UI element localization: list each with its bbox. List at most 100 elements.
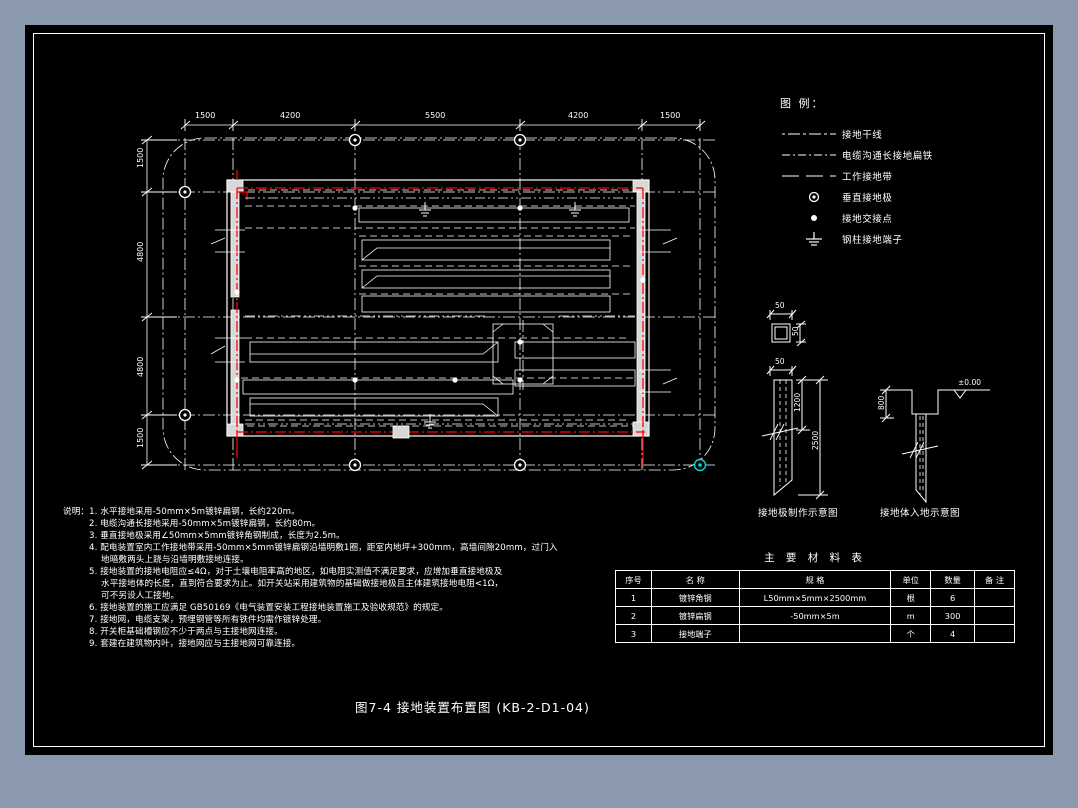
- notes-item-2: 2. 电缆沟通长接地采用-50mm×5m镀锌扁钢，长约80m。: [89, 519, 321, 529]
- legend-item-trench-flat-iron: 电缆沟通长接地扁铁: [780, 144, 1010, 165]
- notes-item-5-cont-1: 水平接地体的长度，直到符合要求为止。如开关站采用建筑物的基础做接地极且主体建筑接…: [101, 579, 504, 589]
- detail-caption-right: 接地体入地示意图: [880, 508, 961, 519]
- legend-item-column-earth-terminal: 钢柱接地端子: [780, 228, 1010, 249]
- equipment-layout: [241, 205, 636, 421]
- legend-item-vertical-electrode: 垂直接地极: [780, 186, 1010, 207]
- detail-dim-1200: 1200: [793, 393, 802, 412]
- th-unit: 单位: [890, 570, 932, 589]
- notes-item-5: 5. 接地装置的接地电阻应≤4Ω，对于土壤电阻率高的地区，如电阻实测值不满足要求…: [89, 567, 503, 577]
- dim-left-4: 1500: [136, 428, 145, 448]
- table-row: 1 镀锌角钢 L50mm×5mm×2500mm 根 6: [615, 588, 1015, 607]
- dim-left-2: 4800: [136, 242, 145, 262]
- detail-diagrams: .dw{stroke:#fff;fill:none;stroke-width:1…: [740, 290, 1040, 530]
- circle-dot-marker-icon: [780, 188, 842, 206]
- dim-top-1: 1500: [195, 111, 215, 120]
- legend-item-junction-point: 接地交接点: [780, 207, 1010, 228]
- table-row: 3 接地端子 个 4: [615, 624, 1015, 643]
- cell-remark: [974, 606, 1015, 625]
- plan-svg: .w{stroke:#fff;fill:none;} .thin{stroke-…: [136, 111, 716, 472]
- top-dimension-line: 1500 4200 5500 4200 1500: [180, 111, 706, 131]
- detail-dim-50-a: 50: [775, 301, 785, 310]
- legend-label: 接地干线: [842, 129, 883, 141]
- materials-table-title: 主 要 材 料 表: [764, 552, 866, 564]
- ground-surface-hatch-right: [901, 441, 939, 459]
- legend-item-main-ground-line: 接地干线: [780, 123, 1010, 144]
- cell-remark: [974, 588, 1015, 607]
- notes-item-6: 6. 接地装置的施工应满足 GB50169《电气装置安装工程接地装置施工及验收规…: [89, 603, 448, 613]
- legend-label: 垂直接地极: [842, 192, 893, 204]
- notes-block: 说明：1. 水平接地采用-50mm×5m镀锌扁钢，长约220m。 2. 电缆沟通…: [63, 505, 623, 649]
- th-no: 序号: [615, 570, 652, 589]
- wall-columns: [226, 179, 650, 437]
- cell-remark: [974, 624, 1015, 643]
- details-svg: .dw{stroke:#fff;fill:none;stroke-width:1…: [761, 301, 990, 504]
- detail-dim-2500: 2500: [811, 431, 820, 450]
- grounding-plan-view: .w{stroke:#fff;fill:none;} .thin{stroke-…: [115, 80, 735, 500]
- notes-item-4-cont: 地暗敷两头上跷与沿墙明敷接地连接。: [101, 555, 249, 565]
- cell-no: 3: [615, 624, 652, 643]
- dim-top-4: 4200: [568, 111, 588, 120]
- earth-terminal-markers: [419, 202, 581, 429]
- side-leaders: [210, 229, 678, 393]
- ground-surface-hatch-left: [761, 423, 799, 441]
- th-spec: 规 格: [738, 570, 892, 589]
- cell-name: 镀锌角钢: [650, 588, 740, 607]
- notes-heading: 说明：: [63, 507, 90, 517]
- legend-label: 电缆沟通长接地扁铁: [842, 150, 933, 162]
- dim-top-3: 5500: [425, 111, 445, 120]
- legend-title: 图 例：: [780, 97, 825, 110]
- cell-spec: L50mm×5mm×2500mm: [738, 588, 892, 607]
- table-row: 2 镀锌扁钢 -50mm×5m m 300: [615, 606, 1015, 625]
- dim-left-3: 4800: [136, 357, 145, 377]
- ground-fitting-box: [392, 425, 410, 439]
- cell-unit: 个: [890, 624, 932, 643]
- legend-item-working-ground-belt: 工作接地带: [780, 165, 1010, 186]
- notes-item-4: 4. 配电装置室内工作接地带采用-50mm×5mm镀锌扁钢沿墙明敷1圈，距室内地…: [89, 543, 558, 553]
- notes-item-9: 9. 套建在建筑物内叶，接地网应与主接地网可靠连接。: [89, 639, 301, 649]
- detail-dim-50-c: 50: [775, 357, 785, 366]
- sheet-border-frame: [33, 33, 1045, 747]
- grounding-trunk-red: [236, 170, 645, 468]
- legend-label: 接地交接点: [842, 213, 893, 225]
- dim-top-5: 1500: [660, 111, 680, 120]
- legend-label: 钢柱接地端子: [842, 234, 903, 246]
- notes-item-8: 8. 开关柜基础槽钢应不少于两点与主接地网连接。: [89, 627, 283, 637]
- detail-level-marker: ±0.00: [958, 378, 981, 387]
- dash-dot-dot-line-icon: [780, 146, 842, 164]
- notes-item-7: 7. 接地网，电缆支架，预埋钢管等所有铁件均需作镀锌处理。: [89, 615, 327, 625]
- cell-name: 镀锌扁钢: [650, 606, 740, 625]
- notes-item-3: 3. 垂直接地极采用∠50mm×5mm镀锌角钢制成，长度为2.5m。: [89, 531, 345, 541]
- table-header-row: 序号 名 称 规 格 单位 数量 备 注: [615, 570, 1015, 589]
- detail-dim-800: 800: [877, 395, 886, 410]
- filled-dot-marker-icon: [780, 209, 842, 227]
- drawing-sheet: .w{stroke:#fff;fill:none;} .thin{stroke-…: [25, 25, 1053, 755]
- cell-qty: 300: [930, 606, 976, 625]
- vertical-ground-electrodes: [178, 133, 707, 472]
- cell-spec: [738, 624, 892, 643]
- materials-table-block: 主 要 材 料 表 序号 名 称 规 格 单位 数量 备 注 1 镀锌角钢 L5…: [615, 550, 1015, 643]
- materials-table: 序号 名 称 规 格 单位 数量 备 注 1 镀锌角钢 L50mm×5mm×25…: [615, 570, 1015, 643]
- dim-left-1: 1500: [136, 148, 145, 168]
- notes-item-1: 1. 水平接地采用-50mm×5m镀锌扁钢，长约220m。: [89, 507, 300, 517]
- dash-dot-line-icon: [780, 125, 842, 143]
- dim-top-2: 4200: [280, 111, 300, 120]
- cell-unit: 根: [890, 588, 932, 607]
- cell-unit: m: [890, 606, 932, 625]
- outer-ground-ring: [162, 137, 716, 471]
- detail-electrode-into-ground: ±0.00 800: [877, 378, 990, 504]
- th-remark: 备 注: [974, 570, 1015, 589]
- detail-caption-left: 接地极制作示意图: [758, 508, 839, 519]
- th-qty: 数量: [930, 570, 976, 589]
- ground-junction-points: [234, 205, 646, 383]
- cell-qty: 6: [930, 588, 976, 607]
- cell-name: 接地端子: [650, 624, 740, 643]
- cell-qty: 4: [930, 624, 976, 643]
- legend-panel: 图 例： 接地干线 电缆沟通长接地扁铁 工作接地带 垂直接地极: [780, 95, 1010, 285]
- dashed-line-icon: [780, 167, 842, 185]
- left-dimension-line: 1500 4800 4800 1500: [136, 135, 177, 470]
- detail-electrode-fabrication: 50 50 50: [761, 301, 828, 500]
- cell-no: 2: [615, 606, 652, 625]
- notes-item-5-cont-2: 可不另设人工接地。: [101, 591, 180, 601]
- cell-spec: -50mm×5m: [738, 606, 892, 625]
- earth-terminal-icon: [780, 230, 842, 248]
